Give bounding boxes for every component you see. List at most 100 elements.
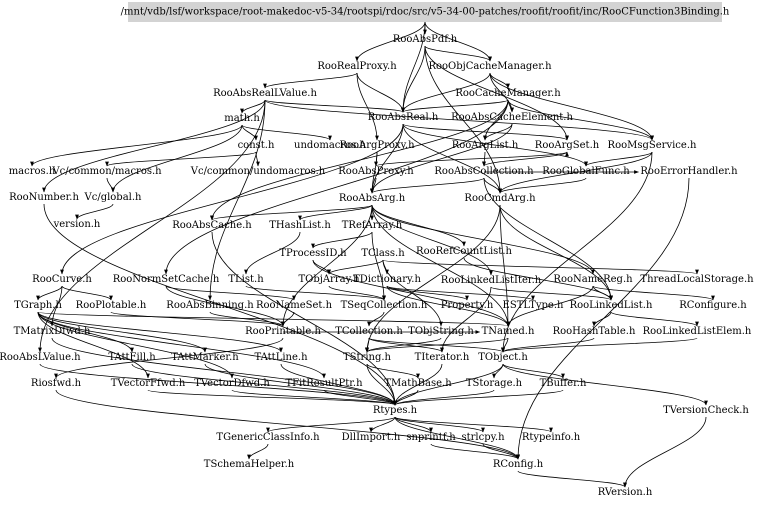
node-rooplotable[interactable]: RooPlotable.h bbox=[75, 300, 147, 311]
node-roonormsetcache[interactable]: RooNormSetCache.h bbox=[112, 274, 220, 285]
node-tmatrixdfwd[interactable]: TMatrixDfwd.h bbox=[13, 326, 91, 337]
node-version[interactable]: version.h bbox=[53, 219, 101, 230]
node-tmathbase[interactable]: TMathBase.h bbox=[384, 378, 452, 389]
node-trefarray[interactable]: TRefArray.h bbox=[341, 220, 403, 231]
node-tgraph[interactable]: TGraph.h bbox=[14, 300, 62, 311]
node-rconfigure[interactable]: RConfigure.h bbox=[679, 300, 747, 311]
node-roolinkedlistelem[interactable]: RooLinkedListElem.h bbox=[642, 326, 752, 337]
root-node[interactable] bbox=[128, 2, 722, 22]
node-snprintf[interactable]: snprintf.h bbox=[406, 432, 456, 443]
node-rtypes[interactable]: Rtypes.h bbox=[372, 405, 418, 416]
node-tattfill[interactable]: TAttFill.h bbox=[108, 352, 156, 363]
node-tclass[interactable]: TClass.h bbox=[361, 248, 405, 259]
node-roomsgservice[interactable]: RooMsgService.h bbox=[607, 140, 697, 151]
node-property[interactable]: Property.h bbox=[440, 300, 494, 311]
node-roonumber[interactable]: RooNumber.h bbox=[9, 192, 79, 203]
node-tprocessid[interactable]: TProcessID.h bbox=[279, 248, 347, 259]
node-roocmdarg[interactable]: RooCmdArg.h bbox=[464, 193, 536, 204]
node-rooabsarg[interactable]: RooAbsArg.h bbox=[338, 193, 406, 204]
node-tlist[interactable]: TList.h bbox=[228, 274, 264, 285]
node-rooargset[interactable]: RooArgSet.h bbox=[534, 140, 600, 151]
edge-riosfwd-to-rconfig bbox=[55, 389, 520, 460]
node-tattmarker[interactable]: TAttMarker.h bbox=[171, 352, 239, 363]
node-tstring[interactable]: TString.h bbox=[343, 352, 391, 363]
node-titerator[interactable]: TIterator.h bbox=[414, 352, 470, 363]
edge-tobject-to-tstorage bbox=[492, 363, 504, 379]
edge-thashlist-to-tlist bbox=[244, 231, 301, 275]
node-tgenericclassinfo[interactable]: TGenericClassInfo.h bbox=[216, 432, 320, 443]
node-strlcpy[interactable]: strlcpy.h bbox=[461, 432, 505, 443]
node-rooprintable[interactable]: RooPrintable.h bbox=[245, 326, 321, 337]
node-rooabscache[interactable]: RooAbsCache.h bbox=[172, 220, 252, 231]
node-threadlocalstorage[interactable]: ThreadLocalStorage.h bbox=[640, 274, 754, 285]
node-tvectorffwd[interactable]: TVectorFfwd.h bbox=[110, 378, 186, 389]
edge-rtypes-to-rtypeinfo bbox=[394, 416, 553, 433]
node-roonameset[interactable]: RooNameSet.h bbox=[255, 300, 333, 311]
node-tstorage[interactable]: TStorage.h bbox=[465, 378, 523, 389]
edge-rooabsreallvalue-to-roonumber bbox=[42, 99, 266, 193]
node-rooerrorhandler[interactable]: RooErrorHandler.h bbox=[640, 166, 738, 177]
edge-rooobjcachemanager-to-rooabsreal bbox=[401, 72, 491, 113]
edge-tclass-to-tobjarray bbox=[327, 259, 384, 275]
node-rversion[interactable]: RVersion.h bbox=[597, 487, 653, 498]
node-tattline[interactable]: TAttLine.h bbox=[254, 352, 308, 363]
edge-tgraph-to-tvectordfwd bbox=[37, 311, 234, 379]
node-rooabsreal[interactable]: RooAbsReal.h bbox=[367, 112, 439, 123]
node-tdictionary[interactable]: TDictionary.h bbox=[353, 274, 421, 285]
node-estltype[interactable]: ESTLType.h bbox=[502, 300, 564, 311]
edge-roonamereg-to-roolinkedlist bbox=[592, 285, 613, 301]
edge-root-to-roorealproxy bbox=[355, 21, 426, 62]
node-vcmacros[interactable]: Vc/common/macros.h bbox=[52, 166, 162, 177]
node-tbuffer[interactable]: TBuffer.h bbox=[539, 378, 587, 389]
node-rooabsproxy[interactable]: RooAbsProxy.h bbox=[338, 166, 414, 177]
node-const[interactable]: const.h bbox=[237, 140, 275, 151]
node-rooarglist[interactable]: RooArgList.h bbox=[451, 140, 519, 151]
node-macros[interactable]: macros.h bbox=[8, 166, 56, 177]
node-roonamereg[interactable]: RooNameReg.h bbox=[553, 274, 633, 285]
node-tnamed[interactable]: TNamed.h bbox=[481, 326, 535, 337]
edge-roomsgservice-to-roocmdarg bbox=[498, 151, 653, 194]
node-riosfwd[interactable]: Riosfwd.h bbox=[30, 378, 82, 389]
node-rtypeinfo[interactable]: Rtypeinfo.h bbox=[521, 432, 581, 443]
edge-rooabsarg-to-roonamereg bbox=[371, 204, 595, 275]
node-rooabsreallvalue[interactable]: RooAbsRealLValue.h bbox=[213, 88, 317, 99]
node-tvectordfwd[interactable]: TVectorDfwd.h bbox=[194, 378, 270, 389]
node-undomacros[interactable]: undomacros.h bbox=[294, 140, 366, 151]
node-tobjarray[interactable]: TObjArray.h bbox=[298, 274, 360, 285]
node-vcglobal[interactable]: Vc/global.h bbox=[84, 192, 142, 203]
edge-snprintf-to-rconfig bbox=[430, 443, 520, 460]
node-math[interactable]: math.h bbox=[224, 113, 260, 124]
node-thashlist[interactable]: THashList.h bbox=[269, 220, 331, 231]
node-tcollection[interactable]: TCollection.h bbox=[335, 326, 403, 337]
node-vcundomacros[interactable]: Vc/common/undomacros.h bbox=[190, 166, 326, 177]
node-tfitresultptr[interactable]: TFitResultPtr.h bbox=[285, 378, 363, 389]
node-rooabslvalue[interactable]: RooAbsLValue.h bbox=[0, 352, 81, 363]
node-tversioncheck[interactable]: TVersionCheck.h bbox=[663, 405, 749, 416]
edge-rooobjcachemanager-to-roomsgservice bbox=[489, 72, 654, 141]
edge-tobject-to-tversioncheck bbox=[502, 363, 708, 406]
edge-roorealproxy-to-rooabsreal bbox=[356, 72, 405, 113]
node-roolinkedlist[interactable]: RooLinkedList.h bbox=[569, 300, 653, 311]
node-dllimport[interactable]: DllImport.h bbox=[341, 432, 401, 443]
node-roocachemanager[interactable]: RooCacheManager.h bbox=[455, 88, 561, 99]
edge-rooabspdf-to-rooobjcachemanager bbox=[424, 45, 492, 62]
node-tseqcollection[interactable]: TSeqCollection.h bbox=[340, 300, 428, 311]
node-rooobjcachemanager[interactable]: RooObjCacheManager.h bbox=[428, 61, 552, 72]
node-tobjstring[interactable]: TObjString.h bbox=[408, 326, 474, 337]
node-rooabscacheelement[interactable]: RooAbsCacheElement.h bbox=[451, 112, 573, 123]
node-roohashtable[interactable]: RooHashTable.h bbox=[552, 326, 636, 337]
node-rooglobalfunc[interactable]: RooGlobalFunc.h bbox=[542, 166, 630, 177]
node-rooabspdf[interactable]: RooAbsPdf.h bbox=[392, 34, 458, 45]
node-roolinkedlistiter[interactable]: RooLinkedListIter.h bbox=[440, 275, 542, 286]
edge-tattline-to-rtypes bbox=[280, 363, 397, 406]
node-rooabscollection[interactable]: RooAbsCollection.h bbox=[434, 166, 534, 177]
node-rconfig[interactable]: RConfig.h bbox=[492, 459, 544, 470]
node-roorefcountlist[interactable]: RooRefCountList.h bbox=[416, 246, 512, 257]
node-tobject[interactable]: TObject.h bbox=[478, 352, 528, 363]
node-rooargproxy[interactable]: RooArgProxy.h bbox=[339, 140, 415, 151]
node-roocurve[interactable]: RooCurve.h bbox=[32, 274, 92, 285]
node-tschemahelper[interactable]: TSchemaHelper.h bbox=[203, 459, 295, 470]
node-rooabsbinning[interactable]: RooAbsBinning.h bbox=[166, 300, 254, 311]
node-roorealproxy[interactable]: RooRealProxy.h bbox=[317, 61, 397, 72]
